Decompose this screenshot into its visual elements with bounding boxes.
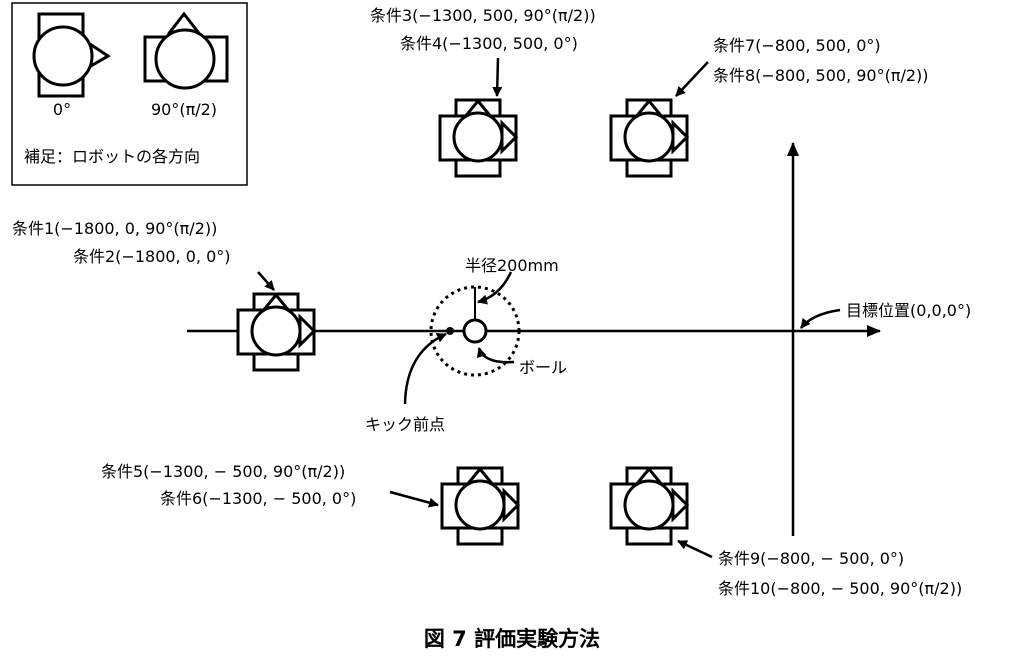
legend-robot-90deg — [143, 11, 229, 90]
arrow-cond-9-10 — [677, 539, 713, 559]
label-cond-5: 条件5(−1300, − 500, 90°(π/2)) — [101, 462, 345, 481]
arrow-ball — [476, 347, 515, 364]
arrow-cond-7-8 — [675, 61, 709, 97]
label-cond-1: 条件1(−1800, 0, 90°(π/2)) — [12, 219, 217, 238]
robot-cond-3-4 — [438, 98, 519, 178]
label-radius: 半径200mm — [465, 256, 559, 275]
label-cond-4: 条件4(−1300, 500, 0°) — [400, 34, 578, 53]
arrow-target — [800, 308, 841, 329]
label-cond-10: 条件10(−800, − 500, 90°(π/2)) — [718, 579, 962, 598]
label-cond-8: 条件8(−800, 500, 90°(π/2)) — [713, 66, 929, 85]
ball — [462, 318, 488, 344]
arrow-cond-3-4 — [492, 57, 503, 97]
figure-caption: 図 7 評価実験方法 — [424, 627, 600, 651]
kick-radius-circle — [429, 285, 521, 377]
robot-cond-7-8 — [609, 98, 690, 178]
legend-label-90: 90°(π/2) — [151, 100, 217, 119]
legend-box: 0° 90°(π/2) 補足：ロボットの各方向 — [11, 2, 248, 186]
kick-point-dot — [446, 327, 454, 335]
robot-cond-9-10 — [609, 466, 690, 546]
robot-cond-5-6 — [440, 466, 521, 546]
label-kick-point: キック前点 — [365, 415, 445, 434]
legend-label-0: 0° — [53, 100, 71, 119]
label-cond-3: 条件3(−1300, 500, 90°(π/2)) — [370, 6, 596, 25]
legend-note: 補足：ロボットの各方向 — [24, 147, 200, 166]
arrow-cond-5-6 — [389, 490, 439, 508]
label-cond-7: 条件7(−800, 500, 0°) — [713, 36, 881, 55]
arrow-kick-point — [403, 332, 447, 405]
label-cond-6: 条件6(−1300, − 500, 0°) — [160, 489, 356, 508]
label-ball: ボール — [519, 358, 567, 377]
legend-robot-0deg — [32, 12, 111, 98]
label-cond-9: 条件9(−800, − 500, 0°) — [718, 549, 904, 568]
arrow-cond-1-2 — [257, 271, 275, 291]
label-target: 目標位置(0,0,0°) — [846, 301, 971, 320]
label-cond-2: 条件2(−1800, 0, 0°) — [73, 247, 231, 266]
arrow-radius — [477, 271, 513, 305]
robot-cond-1-2 — [236, 292, 317, 372]
